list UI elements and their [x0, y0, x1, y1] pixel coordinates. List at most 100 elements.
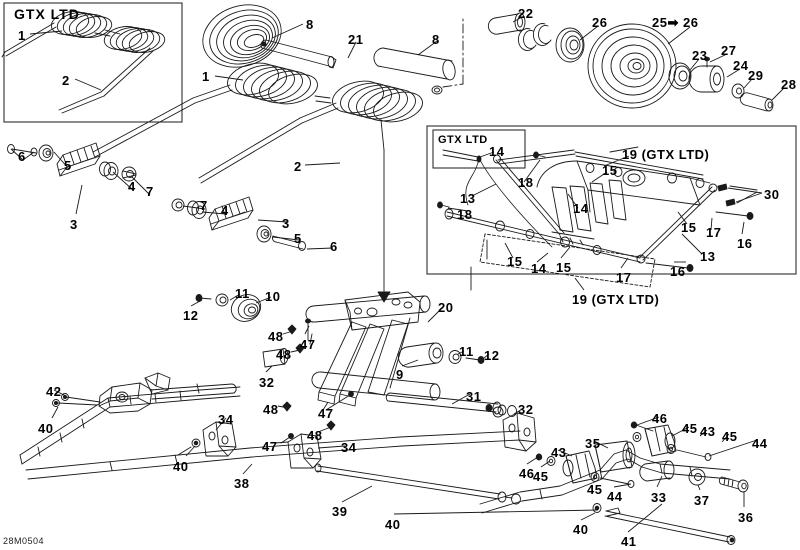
callout-7-mid: 7 [200, 198, 208, 213]
callout-48-b: 48 [276, 347, 292, 362]
callout-30: 30 [764, 187, 780, 202]
bracket-34-left [202, 421, 237, 457]
callout-14-inset: 14 [489, 144, 505, 159]
inset-nuts-15 [585, 163, 705, 188]
callout-8-right: 8 [432, 32, 440, 47]
callout-28: 28 [781, 77, 797, 92]
callout-32-left: 32 [259, 375, 275, 390]
bolt-28 [739, 92, 774, 112]
callout-40-a: 40 [38, 421, 54, 436]
callout-14-b: 14 [531, 261, 547, 276]
callout-37: 37 [694, 493, 710, 508]
callout-16-a: 16 [737, 236, 753, 251]
inset-bolt-16-right [715, 211, 754, 220]
stopper-block-3-left [56, 142, 101, 177]
callout-22: 22 [518, 6, 534, 21]
slide-rail-left [19, 386, 241, 465]
pins-47 [280, 318, 354, 444]
callout-5-left: 5 [64, 158, 72, 173]
callout-17-b: 17 [616, 270, 632, 285]
callout-2-main: 2 [294, 159, 302, 174]
block-35 [594, 440, 636, 473]
long-bolt-41 [604, 507, 736, 545]
bolt-40-mid [177, 438, 201, 456]
callout-19-bottom: 19 (GTX LTD) [572, 292, 660, 307]
callout-46-b: 46 [519, 466, 535, 481]
sleeve-8-right [373, 47, 456, 95]
bushing-5-mid [256, 225, 272, 243]
bolt-40-right [592, 503, 602, 513]
bolt-44-right [676, 449, 712, 461]
callout-1-main: 1 [202, 69, 210, 84]
rail-38-lower [25, 430, 521, 480]
arm-rails [317, 317, 411, 407]
panel-top-left-inset [3, 2, 183, 123]
callout-13-a: 13 [460, 191, 476, 206]
sheet-code: 28M0504 [3, 536, 45, 546]
callout-29: 29 [748, 68, 764, 83]
bearing-26 [555, 27, 585, 63]
washer-11-left [215, 293, 229, 307]
callout-9: 9 [396, 367, 404, 382]
callout-40-b: 40 [173, 459, 189, 474]
callout-5-mid: 5 [294, 231, 302, 246]
callout-20: 20 [438, 300, 454, 315]
callout-42: 42 [46, 384, 62, 399]
callout-48-d: 48 [307, 428, 323, 443]
callout-12-left: 12 [183, 308, 199, 323]
spacer-32-left [262, 348, 289, 368]
washer-11-right [448, 350, 462, 364]
inset-suspension-arms [551, 169, 646, 246]
bolt-42-40 [52, 393, 101, 407]
washer-37 [688, 468, 706, 486]
callout-4-mid: 4 [221, 203, 229, 218]
bolt-6-left [7, 144, 38, 157]
callout-40-d: 40 [573, 522, 589, 537]
nut-7-mid [171, 198, 185, 212]
bushing-33 [639, 460, 675, 482]
bracket-34-mid [287, 433, 322, 469]
hub-24-27 [688, 56, 725, 93]
bushing-4-mid [187, 200, 207, 219]
inset-fittings-30 [717, 183, 758, 207]
spacer-32-right [492, 406, 504, 418]
callout-4-left: 4 [128, 179, 136, 194]
bearing-23 [668, 62, 692, 90]
callout-17-a: 17 [706, 225, 722, 240]
bushing-5-left [38, 144, 54, 162]
callout-14-a: 14 [573, 201, 589, 216]
callout-38: 38 [234, 476, 250, 491]
callout-35: 35 [585, 436, 601, 451]
callout-21: 21 [348, 32, 364, 47]
bolt-44-left [599, 477, 635, 488]
front-mount-bracket-42 [98, 372, 171, 414]
callout-6-left: 6 [18, 149, 26, 164]
callout-45-d: 45 [587, 482, 603, 497]
rivets-48 [282, 324, 336, 431]
pulley-wheel-25-26 [587, 23, 677, 109]
mount-43-left [562, 450, 598, 484]
callout-16-b: 16 [670, 264, 686, 279]
callout-3-mid: 3 [282, 216, 290, 231]
leader-lines [10, 15, 785, 533]
callout-15-a: 15 [602, 163, 618, 178]
callout-19-top: 19 (GTX LTD) [622, 147, 710, 162]
bushing-22 [487, 12, 526, 35]
callout-7-left: 7 [146, 184, 154, 199]
callout-10: 10 [265, 289, 281, 304]
callout-43-a: 43 [700, 424, 716, 439]
callout-26: 26 [592, 15, 608, 30]
callout-2: 2 [62, 73, 70, 88]
callout-15-c: 15 [507, 254, 523, 269]
callout-13-b: 13 [700, 249, 716, 264]
callout-34-b: 34 [341, 440, 357, 455]
tube-31 [385, 392, 502, 415]
main-torsion-spring-2 [198, 80, 423, 184]
callout-8-top: 8 [306, 17, 314, 32]
main-torsion-spring-1 [92, 62, 332, 158]
panel-title-right-sub: GTX LTD [438, 134, 488, 146]
washers-45-46 [535, 421, 676, 482]
callout-40-c: 40 [385, 517, 401, 532]
callout-44-a: 44 [752, 436, 768, 451]
